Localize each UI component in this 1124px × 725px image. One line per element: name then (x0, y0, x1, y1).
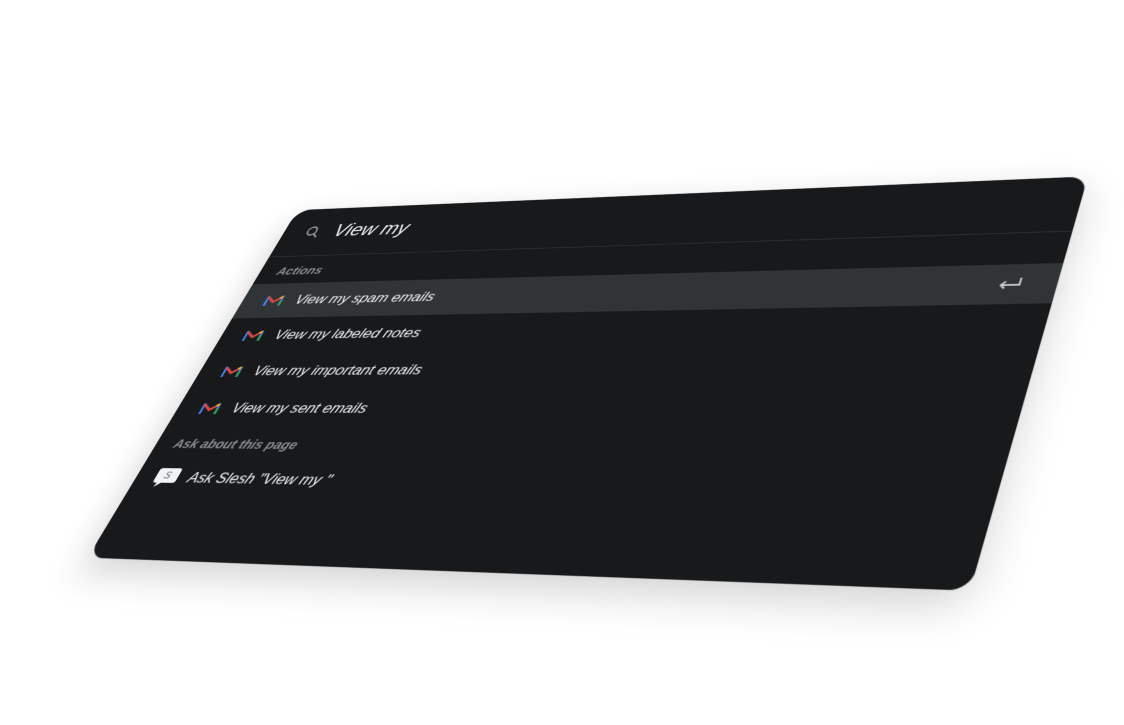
enter-key-icon (993, 275, 1027, 293)
action-item-label: View my labeled notes (271, 325, 425, 343)
action-item-sent[interactable]: View my sent emails (167, 388, 1028, 432)
search-input[interactable] (328, 199, 879, 242)
gmail-icon (219, 365, 245, 378)
gmail-icon (261, 294, 286, 306)
action-item-label: View my spam emails (291, 289, 439, 307)
search-icon (302, 225, 324, 238)
ask-slesh-label: Ask Slesh "View my " (184, 469, 336, 489)
gmail-icon (241, 329, 266, 342)
gmail-icon (197, 402, 223, 415)
action-item-label: View my important emails (250, 361, 426, 379)
ask-slesh-item[interactable]: S Ask Slesh "View my " (124, 458, 1004, 517)
action-item-important[interactable]: View my important emails (189, 345, 1040, 390)
slesh-chat-icon: S (149, 468, 184, 488)
slesh-icon-letter: S (161, 472, 173, 482)
action-item-label: View my sent emails (228, 400, 372, 417)
command-palette: Actions View my spam emails (87, 176, 1089, 591)
